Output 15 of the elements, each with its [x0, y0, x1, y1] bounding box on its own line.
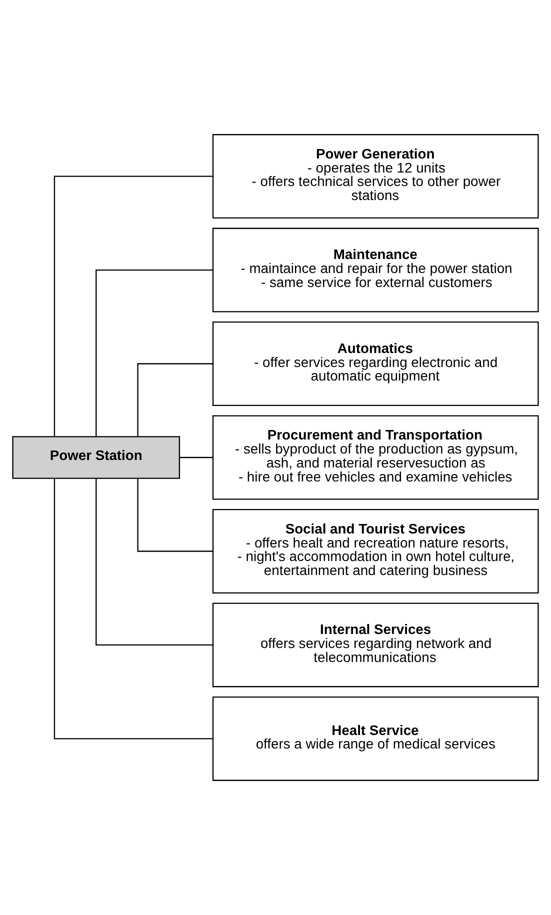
node-box: Automatics - offer services regarding electronic and automatic equipment	[212, 322, 539, 406]
connector	[96, 269, 213, 436]
node-box: Internal Services offers services regarding network and telecommunications	[212, 602, 539, 688]
connector	[54, 478, 213, 740]
node-box: Procurement and Transportation - sells byproduct of the production as gypsum, ash, and material reservesuction as - hire out free vehicles and examine vehicles	[212, 415, 539, 500]
node-box: Maintenance - maintaince and repair for the power station - same service for external customers	[212, 228, 539, 312]
node-box: Power Station	[12, 436, 180, 479]
node-box: Healt Service offers a wide range of medical services	[212, 696, 539, 781]
node-box: Social and Tourist Services - offers healt and recreation nature resorts, - night's accommodation in own hotel culture, entertainment and catering business	[212, 509, 539, 594]
connector	[96, 478, 213, 646]
node-box: Power Generation - operates the 12 units - offers technical services to other power stations	[212, 134, 539, 219]
connector	[180, 456, 213, 458]
connector	[54, 176, 213, 436]
connector	[137, 363, 213, 436]
connector	[137, 478, 213, 552]
